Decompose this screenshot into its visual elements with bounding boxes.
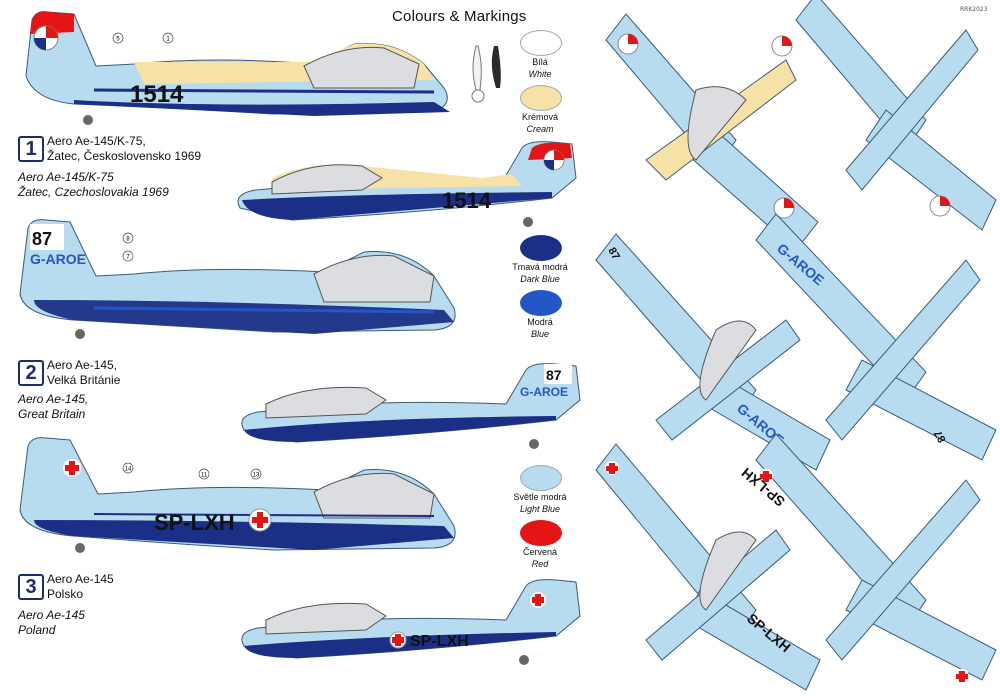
callout-14-a: 14 (122, 462, 134, 474)
race-87-small: 87 (546, 367, 562, 383)
scheme-2-badge: 2 (18, 360, 44, 386)
reg-g-aroe-tail: G-AROE (30, 251, 86, 267)
scheme-3-badge: 3 (18, 574, 44, 600)
reg-1514-large: 1514 (130, 81, 184, 108)
callout-5-a: 5 (112, 32, 124, 44)
scheme-1-badge: 1 (18, 136, 44, 162)
swatch-dark-blue (520, 235, 562, 261)
swatch-red (520, 520, 562, 546)
race-87-large: 87 (32, 229, 52, 249)
profile-g-aroe-large: 87 G-AROE (19, 219, 456, 339)
profile-1514-small: 1514 (237, 141, 577, 227)
scheme-1-caption-cz: Aero Ae-145/K-75, Žatec, Československo … (47, 134, 201, 164)
svg-text:13: 13 (253, 473, 260, 479)
plan-87-b: 87 (932, 428, 949, 445)
plan-g-aroe-top: G-AROE 87 (595, 233, 831, 471)
svg-text:1: 1 (166, 37, 170, 43)
page-title: Colours & Markings (392, 8, 527, 25)
profile-g-aroe-small: 87 G-AROE (241, 363, 581, 449)
profile-sp-lxh-large: SP-LXH (19, 437, 456, 553)
scheme-2-cz-line2: Velká Británie (47, 373, 121, 387)
scheme-3-en-line2: Poland (18, 623, 56, 637)
plan-g-aroe-bottom: G-AROE 87 (755, 213, 997, 461)
plan-sp-lxh-top: SP-LXH (595, 443, 821, 691)
svg-text:14: 14 (125, 467, 132, 473)
scheme-3-caption-en: Aero Ae-145 Poland (18, 608, 85, 638)
scheme-2-caption-en: Aero Ae-145, Great Britain (18, 392, 88, 422)
swatch-light-blue (520, 465, 562, 491)
scheme-1-cz-line2: Žatec, Československo 1969 (47, 149, 202, 163)
plan-sp-lxh-bottom: SP-LXH (738, 433, 997, 683)
scheme-1-en-line1: Aero Ae-145/K-75 (18, 170, 114, 184)
callout-7-a: 7 (122, 250, 134, 262)
svg-text:7: 7 (126, 255, 130, 261)
scheme-3-caption-cz: Aero Ae-145 Polsko (47, 572, 114, 602)
svg-text:5: 5 (116, 37, 120, 43)
plan-87-a: 87 (605, 246, 622, 263)
scheme-1-cz-line1: Aero Ae-145/K-75, (47, 134, 146, 148)
scheme-1-caption-en: Aero Ae-145/K-75 Žatec, Czechoslovakia 1… (18, 170, 169, 200)
callout-1-a: 1 (162, 32, 174, 44)
plan-1514-top (605, 13, 819, 251)
profile-1514-large: 1514 (25, 11, 450, 125)
reg-g-aroe-tail-small: G-AROE (520, 385, 568, 399)
swatch-cream (520, 85, 562, 111)
callout-11-a: 11 (198, 468, 210, 480)
plan-1514-bottom (771, 0, 997, 231)
credit-text: RRK2023 (960, 6, 988, 13)
propeller-detail (471, 45, 501, 103)
plan-views: G-AROE 87 G-AROE 87 SP-LXH SP-LXH (595, 0, 997, 691)
scheme-2-en-line2: Great Britain (18, 407, 86, 421)
scheme-3-cz-line1: Aero Ae-145 (47, 572, 114, 586)
scheme-1-en-line2: Žatec, Czechoslovakia 1969 (18, 185, 169, 199)
svg-text:11: 11 (201, 473, 208, 479)
scheme-3-cz-line2: Polsko (47, 587, 84, 601)
callout-8-a: 8 (122, 232, 134, 244)
scheme-2-cz-line1: Aero Ae-145, (47, 358, 118, 372)
scheme-3-en-line1: Aero Ae-145 (18, 608, 85, 622)
scheme-2-en-line1: Aero Ae-145, (18, 392, 89, 406)
swatch-white (520, 30, 562, 56)
profile-sp-lxh-small: SP-LXH (241, 579, 581, 665)
reg-sp-lxh-small: SP-LXH (410, 633, 469, 650)
scheme-2-caption-cz: Aero Ae-145, Velká Británie (47, 358, 120, 388)
svg-text:8: 8 (126, 237, 130, 243)
reg-1514-small: 1514 (442, 188, 492, 213)
callout-13-a: 13 (250, 468, 262, 480)
reg-sp-lxh-large: SP-LXH (154, 510, 235, 535)
swatch-blue (520, 290, 562, 316)
